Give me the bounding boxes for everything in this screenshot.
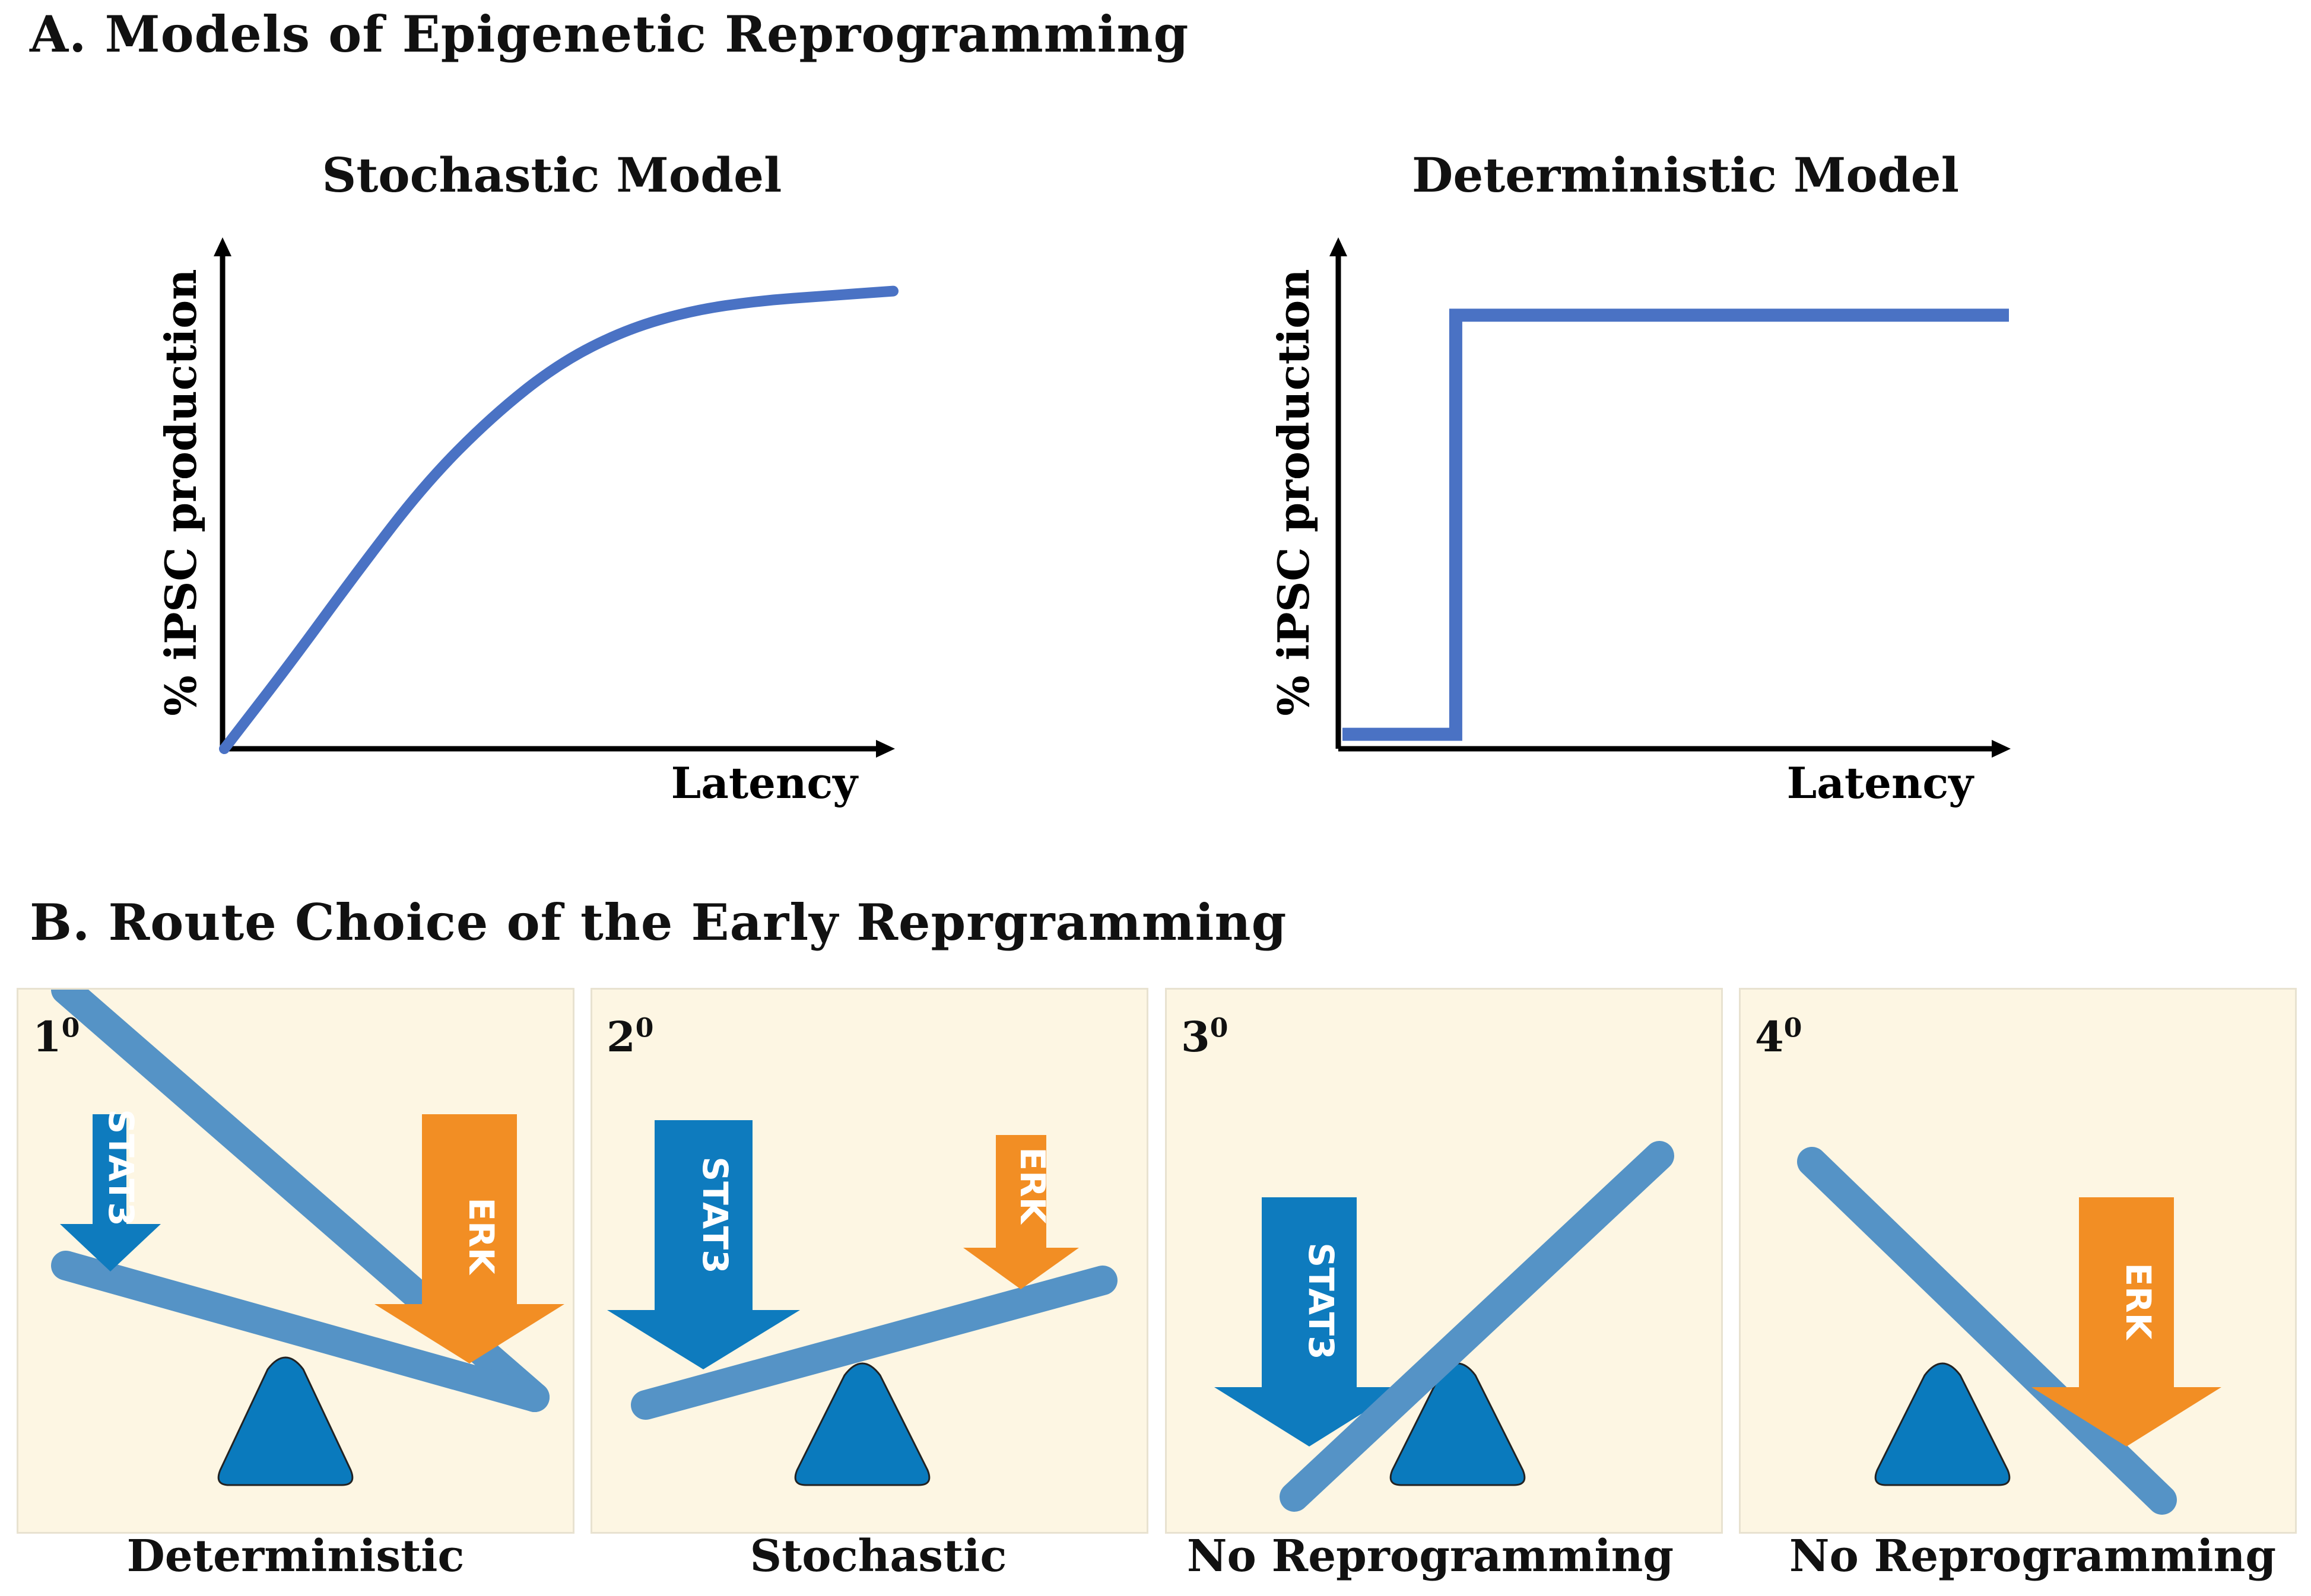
stochastic-chart: % iPSC production Latency [155, 237, 899, 808]
charts-svg: % iPSC production Latency % iPSC product… [155, 237, 2011, 808]
erk-label: ERK [1012, 1147, 1053, 1225]
panel-caption: No Reprogramming [1186, 1531, 1674, 1582]
y-axis-arrowhead [214, 237, 231, 256]
seesaw-illustration: STAT3 ERK [607, 1120, 1118, 1486]
stochastic-chart-title: Stochastic Model [322, 147, 782, 203]
fulcrum-triangle [1874, 1362, 2011, 1486]
seesaw-illustration: ERK [1797, 1147, 2221, 1515]
panel-number: 40 [1755, 1012, 1802, 1061]
panel-number: 20 [607, 1012, 654, 1061]
seesaw-bar [1280, 1141, 1674, 1512]
fulcrum-triangle [217, 1356, 354, 1486]
panel-deterministic: 10 STAT3 ERK [17, 988, 574, 1534]
y-axis-label: % iPSC production [1268, 269, 1319, 716]
series-line [1342, 309, 2009, 741]
erk-arrow: ERK [2031, 1197, 2221, 1446]
stat3-arrow: STAT3 [1214, 1197, 1404, 1446]
section-b-title: B. Route Choice of the Early Reprgrammin… [30, 893, 1287, 952]
panel-number: 30 [1181, 1012, 1228, 1061]
fulcrum-triangle [794, 1362, 931, 1486]
stat3-arrow: STAT3 [607, 1120, 800, 1369]
section-a-title: A. Models of Epigenetic Reprogramming [30, 5, 1189, 63]
seesaw-bar [631, 1266, 1118, 1420]
x-axis-label: Latency [1787, 758, 1975, 808]
y-axis-arrowhead [1329, 237, 1347, 256]
panel-caption: No Reprogramming [1789, 1531, 2277, 1582]
x-axis-arrowhead [876, 740, 895, 758]
stat3-label: STAT3 [695, 1156, 735, 1273]
stat3-label: STAT3 [101, 1109, 141, 1226]
series-line [219, 285, 899, 754]
stat3-arrow: STAT3 [60, 1109, 161, 1271]
seesaw-bar [1797, 1147, 2177, 1515]
panel-no-reprogramming-stat3: 30 STAT3 [1165, 988, 1723, 1534]
panel-stochastic: 20 STAT3 ERK [591, 988, 1148, 1534]
panel-caption: Stochastic [750, 1531, 1007, 1582]
seesaw-illustration: STAT3 ERK [51, 990, 564, 1486]
x-axis-label: Latency [671, 758, 859, 808]
panel-caption: Deterministic [126, 1531, 465, 1582]
deterministic-chart-title: Deterministic Model [1412, 147, 1959, 203]
x-axis-arrowhead [1992, 740, 2011, 758]
deterministic-chart: % iPSC production Latency [1268, 237, 2011, 808]
seesaw-illustration: STAT3 [1214, 1141, 1674, 1512]
erk-arrow: ERK [963, 1135, 1079, 1289]
erk-label: ERK [461, 1197, 501, 1275]
panel-no-reprogramming-erk: 40 ERK [1739, 988, 2297, 1534]
erk-arrow: ERK [374, 1114, 564, 1363]
y-axis-label: % iPSC production [155, 269, 206, 716]
stat3-label: STAT3 [1301, 1242, 1341, 1359]
erk-label: ERK [2118, 1263, 2158, 1340]
